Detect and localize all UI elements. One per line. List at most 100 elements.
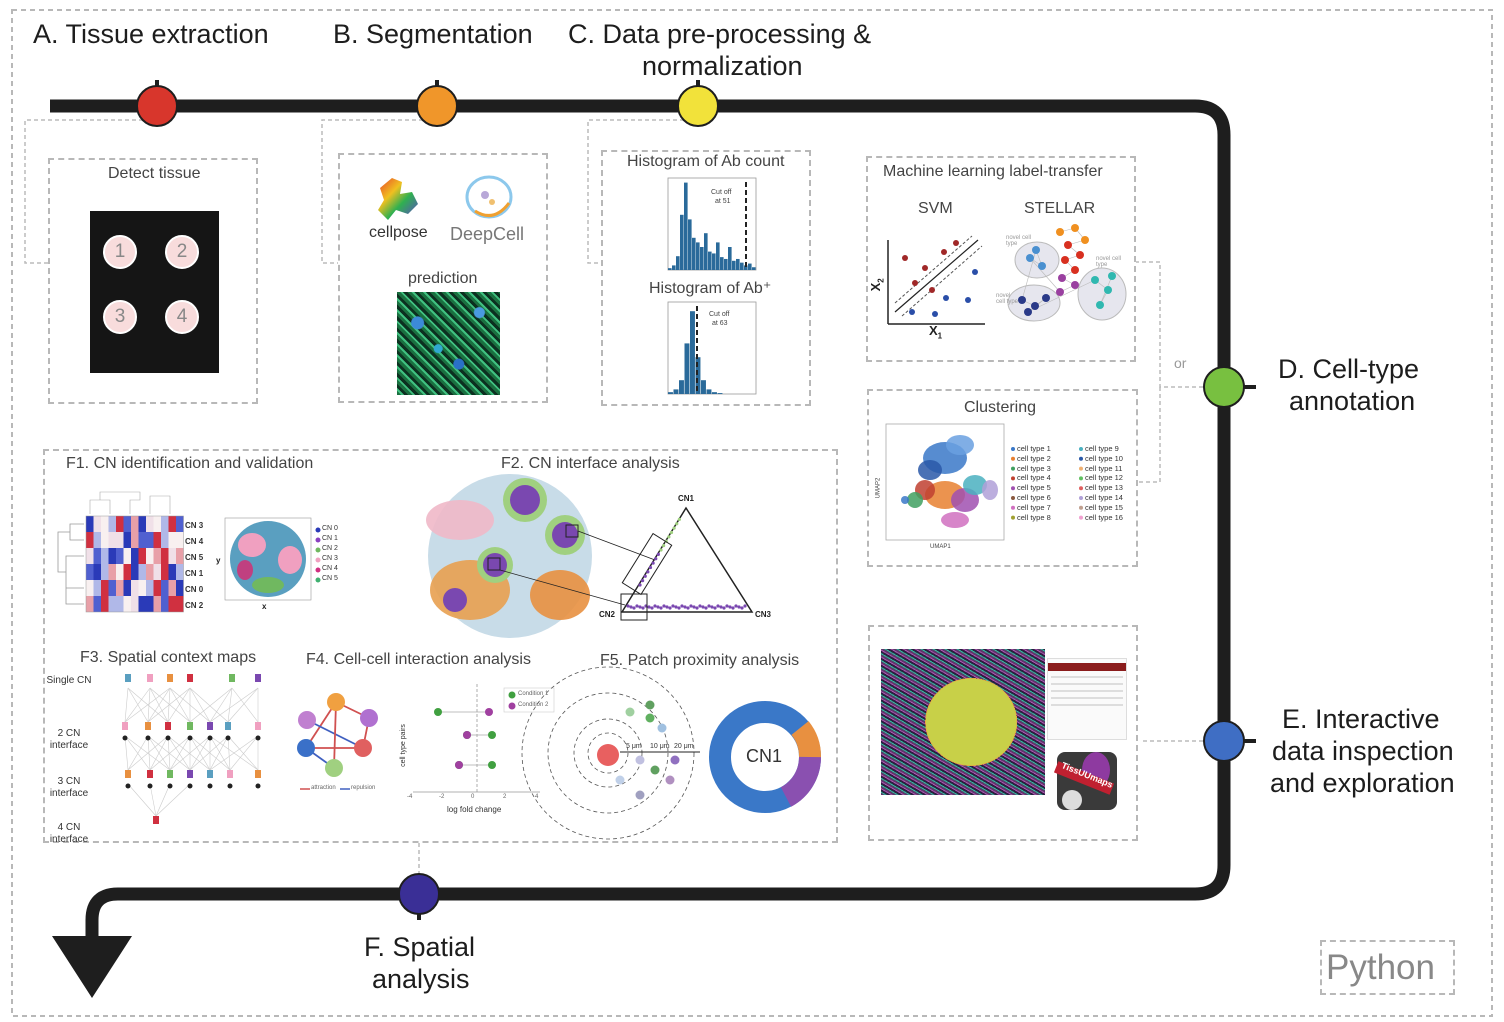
f5-cell [645, 700, 655, 710]
f1-heatmap-cell [161, 596, 169, 612]
f1-heatmap-cell [108, 580, 116, 596]
f2-ternary-point [648, 565, 653, 570]
panel-interactive [868, 625, 1138, 841]
f4-title: F4. Cell-cell interaction analysis [306, 651, 531, 668]
f5-center-patch [597, 744, 619, 766]
f2-ternary-point [716, 604, 720, 608]
f1-spatial-x-label: x [262, 602, 267, 611]
f2-cn2-label: CN2 [599, 610, 616, 619]
cluster-legend-swatch [1079, 466, 1083, 471]
umap-frame [885, 423, 1005, 541]
f5-donut-segment [780, 756, 822, 807]
python-label: Python [1326, 948, 1435, 987]
clustering-title: Clustering [964, 399, 1037, 416]
f3-node-dot [187, 783, 193, 789]
f1-heatmap-cell [176, 596, 184, 612]
f3-node-square [255, 770, 261, 778]
f1-legend-label: CN 4 [322, 565, 338, 572]
f1-heatmap-cell [168, 516, 176, 532]
f5-distance-ring [547, 692, 669, 814]
f4-x-tick: 2 [503, 794, 507, 800]
hist2-bar [717, 393, 723, 394]
f1-heatmap-cell [146, 516, 154, 532]
python-badge-frame [1320, 940, 1455, 995]
f4-condition2-point [488, 761, 496, 769]
step-f-title-line1: F. Spatial [364, 932, 476, 962]
cluster-legend-item: cell type 7 [1017, 502, 1051, 512]
f1-heatmap-cell [108, 564, 116, 580]
viewer-side-panel [1047, 658, 1127, 740]
stellar-cluster-3 [1077, 267, 1127, 321]
f5-cell [635, 755, 645, 765]
f1-heatmap-cell [176, 516, 184, 532]
f1-heatmap-cell [93, 564, 101, 580]
f1-heatmap-cell [101, 532, 109, 548]
cluster-legend-swatch [1011, 515, 1015, 520]
hist1-bar [752, 267, 756, 270]
f1-spatial-cn [237, 560, 253, 580]
f5-distance-label: 10 μm [650, 743, 670, 750]
f1-heatmap-cell [176, 548, 184, 564]
stellar-node [1042, 294, 1050, 302]
f5-cell [615, 775, 625, 785]
f5-donut-center-label: CN1 [746, 746, 783, 766]
f3-node-square [167, 674, 173, 682]
cluster-legend-swatch [1011, 466, 1015, 471]
f2-region-pink [426, 500, 494, 540]
f1-heatmap-cell [161, 532, 169, 548]
f1-heatmap-cell [138, 516, 146, 532]
f1-heatmap-cell [116, 596, 124, 612]
f3-node-dot [145, 735, 151, 741]
f3-edge [189, 687, 233, 723]
f1-heatmap-cell [86, 516, 94, 532]
f2-zoom-line [577, 530, 656, 561]
stellar-edge [1027, 279, 1096, 313]
cluster-legend-swatch [1079, 447, 1083, 451]
cluster-legend-item: cell type 10 [1085, 453, 1123, 463]
stellar-node [1071, 224, 1079, 232]
stellar-node [1056, 288, 1064, 296]
cluster-legend-item: cell type 14 [1085, 493, 1123, 502]
f2-region-purple [443, 588, 467, 612]
f3-edge [167, 735, 211, 771]
f1-heatmap-cell [93, 580, 101, 596]
f2-ternary-point [651, 561, 655, 565]
f4-condition2-point [485, 708, 493, 716]
cluster-legend-swatch [1011, 476, 1015, 481]
f1-legend-swatch [315, 537, 321, 543]
f3-edge [149, 735, 191, 771]
cluster-legend-item: cell type 5 [1017, 483, 1051, 493]
f2-ternary-point [646, 570, 650, 574]
f5-cell [650, 765, 660, 775]
hist2-bar [690, 311, 695, 394]
f3-edge [167, 687, 191, 723]
f2-ternary-point [728, 605, 732, 609]
hist2-bar [695, 357, 701, 394]
f3-node-square [207, 770, 213, 778]
f3-edge [189, 735, 211, 771]
f2-ternary-point [656, 605, 660, 609]
f3-node-square [187, 770, 193, 778]
f3-edge [147, 687, 171, 723]
step-e-title-line3: and exploration [1270, 768, 1455, 798]
hist1-bar [676, 256, 680, 270]
cluster-legend-item: cell type 4 [1017, 473, 1051, 483]
stellar-node [1026, 254, 1034, 262]
f1-heatmap-cell [176, 564, 184, 580]
panel-preprocessing [601, 150, 811, 406]
f2-ternary-point [731, 606, 735, 610]
f1-legend-swatch [315, 577, 321, 583]
cluster-legend-item: cell type 16 [1085, 512, 1123, 522]
f4-legend-repulsion: repulsion [351, 785, 376, 791]
f5-distance-ring [573, 718, 643, 788]
cluster-legend-swatch [1079, 515, 1083, 520]
f1-heatmap-row-label: CN 3 [185, 521, 204, 530]
f1-heatmap-cell [116, 564, 124, 580]
f3-node-square [187, 722, 193, 730]
f5-donut-hole [732, 724, 798, 790]
umap-cluster [907, 492, 923, 508]
f1-legend-swatch [315, 557, 321, 563]
panel-detect-tissue-title: Detect tissue [108, 165, 201, 182]
